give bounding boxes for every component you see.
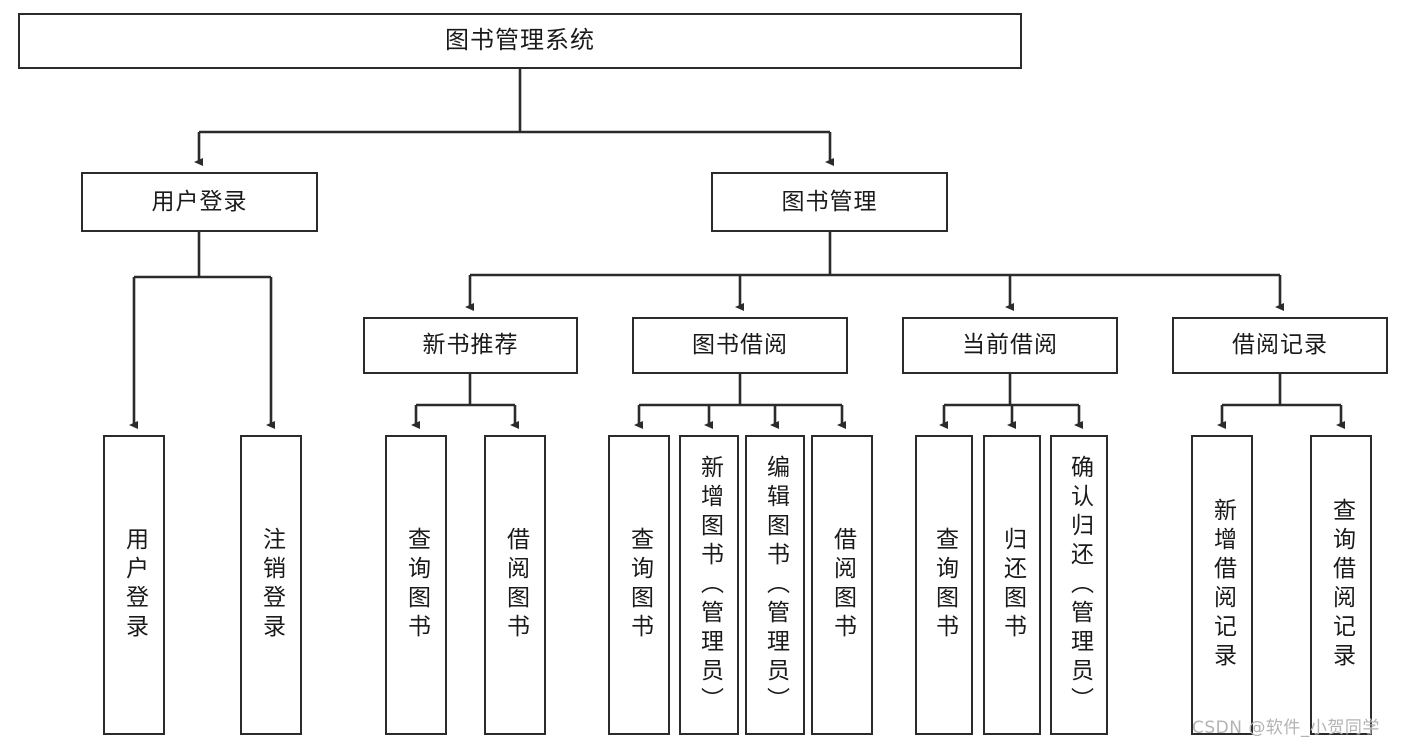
node-user-login[interactable]: 用户登录 [81,172,318,232]
node-label: 图书管理系统 [445,26,595,55]
node-current-borrow[interactable]: 当前借阅 [902,317,1118,374]
node-leaf-query-borrow-record[interactable]: 查询借阅记录 [1310,435,1372,735]
node-label: 编辑图书（管理员） [762,454,789,716]
node-leaf-query-book-recommend[interactable]: 查询图书 [385,435,447,735]
node-label: 新书推荐 [422,332,519,359]
node-leaf-borrow-book-recommend[interactable]: 借阅图书 [484,435,546,735]
node-leaf-return-book[interactable]: 归还图书 [983,435,1041,735]
node-book-borrow[interactable]: 图书借阅 [632,317,848,374]
node-label: 借阅记录 [1232,332,1328,359]
node-new-book-recommend[interactable]: 新书推荐 [363,317,578,374]
node-label: 图书管理 [781,188,878,215]
node-label: 查询图书 [626,527,653,643]
node-leaf-edit-book[interactable]: 编辑图书（管理员） [745,435,805,735]
node-label: 图书借阅 [692,332,788,359]
node-label: 用户登录 [151,188,248,215]
node-leaf-confirm-return[interactable]: 确认归还（管理员） [1050,435,1108,735]
node-label: 注销登录 [258,527,285,643]
node-label: 确认归还（管理员） [1066,454,1093,716]
node-leaf-add-borrow-record[interactable]: 新增借阅记录 [1191,435,1253,735]
node-label: 借阅图书 [829,527,856,643]
node-leaf-borrow-book[interactable]: 借阅图书 [811,435,873,735]
node-leaf-add-book[interactable]: 新增图书（管理员） [679,435,739,735]
node-leaf-query-book-borrow[interactable]: 查询图书 [608,435,670,735]
node-label: 归还图书 [999,527,1026,643]
node-label: 新增借阅记录 [1209,498,1236,672]
node-label: 用户登录 [121,527,148,643]
node-leaf-user-login[interactable]: 用户登录 [103,435,165,735]
node-leaf-query-book-current[interactable]: 查询图书 [915,435,973,735]
node-book-management[interactable]: 图书管理 [711,172,948,232]
node-borrow-record[interactable]: 借阅记录 [1172,317,1388,374]
node-label: 借阅图书 [502,527,529,643]
node-label: 查询图书 [931,527,958,643]
node-label: 新增图书（管理员） [696,454,723,716]
watermark-text: CSDN @软件_小贺同学 [1192,718,1380,738]
node-root[interactable]: 图书管理系统 [18,13,1022,69]
node-label: 查询借阅记录 [1328,498,1355,672]
node-leaf-logout[interactable]: 注销登录 [240,435,302,735]
node-label: 查询图书 [403,527,430,643]
node-label: 当前借阅 [962,332,1058,359]
